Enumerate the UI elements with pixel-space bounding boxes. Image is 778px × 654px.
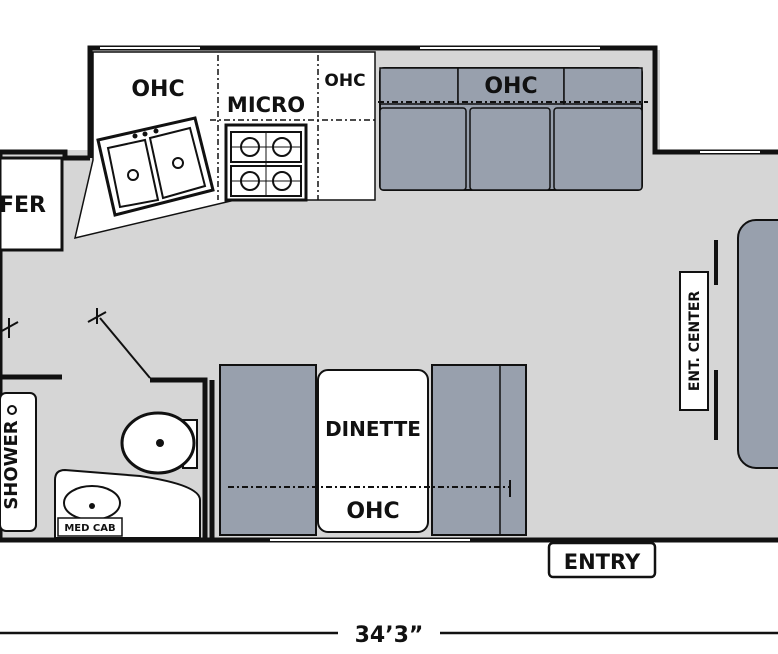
kitchen-sink <box>96 116 215 217</box>
ent-center-label: ENT. CENTER <box>687 291 703 392</box>
right-couch <box>737 219 778 469</box>
toilet <box>120 411 198 475</box>
ohc-kitchen-left-label: OHC <box>131 77 184 102</box>
entertainment-center <box>679 240 718 440</box>
ohc-small-label: OHC <box>324 71 365 91</box>
refrigerator <box>0 156 64 252</box>
dinette-label: DINETTE <box>325 417 421 441</box>
bathroom-door <box>87 308 151 379</box>
window-marks <box>100 47 760 541</box>
dimension-label: 34’3” <box>355 623 424 648</box>
bathroom-walls <box>0 374 215 540</box>
refrigerator-label: FER <box>0 193 46 218</box>
ohc-dinette-label: OHC <box>346 499 399 524</box>
dinette <box>219 364 527 536</box>
med-cab-label: MED CAB <box>64 523 115 534</box>
micro-label: MICRO <box>227 93 305 117</box>
fixture-marker <box>0 318 19 338</box>
shower <box>0 392 37 532</box>
shower-label: SHOWER <box>1 420 22 509</box>
sofa <box>378 67 648 191</box>
stove <box>224 123 308 202</box>
ohc-kitchen-right-label: OHC <box>484 74 537 99</box>
bathroom-sink <box>54 468 201 539</box>
entry-label: ENTRY <box>564 550 641 574</box>
entry-step <box>547 541 657 579</box>
